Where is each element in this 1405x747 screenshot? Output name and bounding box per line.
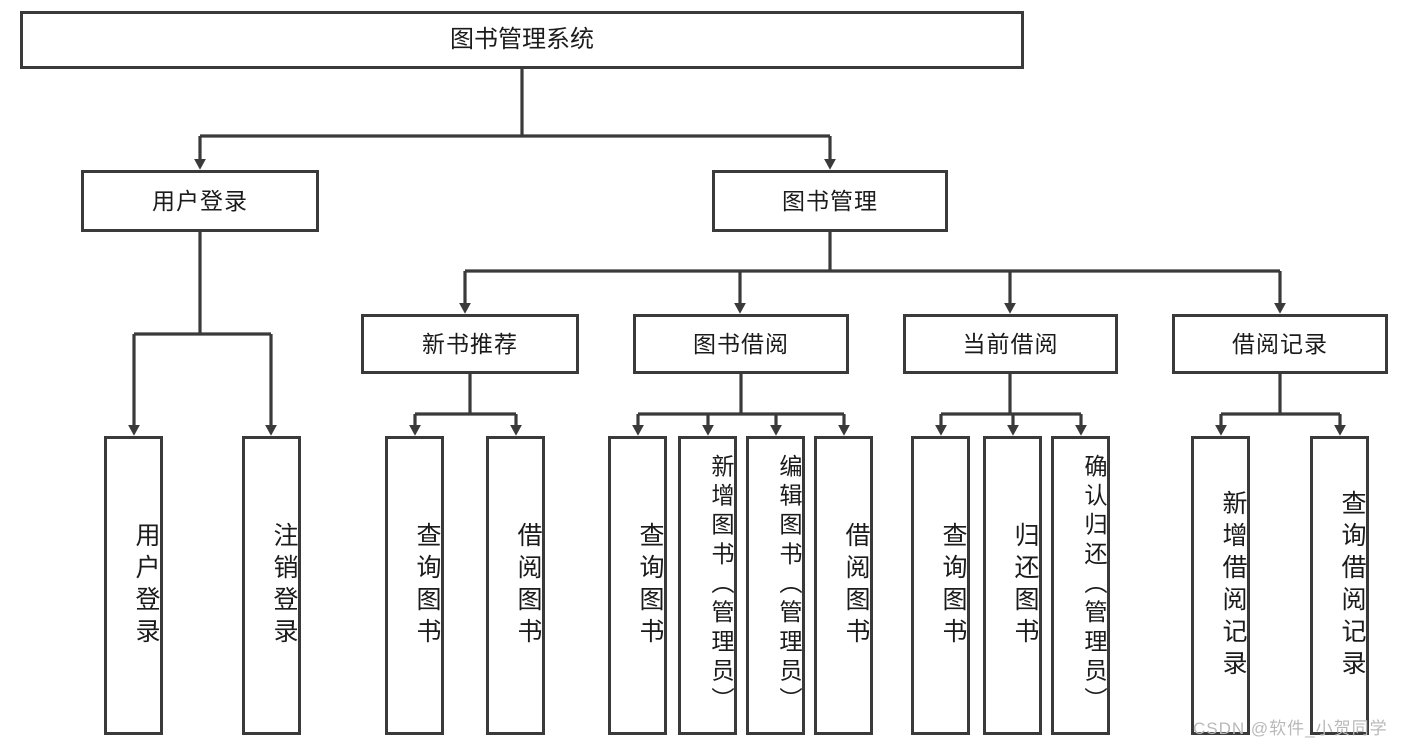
node-borrow-records-label: 借阅记录: [1232, 330, 1328, 357]
node-user-login[interactable]: 用户登录: [81, 170, 319, 232]
node-current-borrow[interactable]: 当前借阅: [903, 314, 1118, 374]
leaf-node-label: 新增图书（管理员）: [708, 454, 734, 717]
leaf-node-label: 查询图书: [413, 521, 441, 650]
node-book-management[interactable]: 图书管理: [712, 170, 948, 232]
leaf-node-label: 归还图书: [1011, 521, 1039, 650]
leaf-node[interactable]: 新增借阅记录: [1191, 436, 1250, 735]
node-user-login-label: 用户登录: [152, 187, 248, 214]
node-book-borrow-label: 图书借阅: [693, 330, 789, 357]
leaf-node[interactable]: 查询图书: [608, 436, 667, 735]
leaf-node-label: 查询借阅记录: [1338, 489, 1366, 682]
node-book-borrow[interactable]: 图书借阅: [633, 314, 849, 374]
leaf-node-label: 查询图书: [636, 521, 664, 650]
leaf-node[interactable]: 归还图书: [983, 436, 1042, 735]
leaf-node[interactable]: 注销登录: [242, 436, 301, 735]
leaf-node-label: 借阅图书: [514, 521, 542, 650]
leaf-node-label: 新增借阅记录: [1219, 489, 1247, 682]
leaf-node[interactable]: 编辑图书（管理员）: [746, 436, 805, 735]
leaf-node-label: 确认归还（管理员）: [1081, 454, 1107, 717]
leaf-node[interactable]: 查询图书: [385, 436, 444, 735]
node-root[interactable]: 图书管理系统: [20, 11, 1024, 69]
leaf-node[interactable]: 借阅图书: [814, 436, 873, 735]
leaf-node-label: 编辑图书（管理员）: [776, 454, 802, 717]
leaf-node[interactable]: 查询图书: [911, 436, 970, 735]
leaf-node-label: 借阅图书: [842, 521, 870, 650]
leaf-node-label: 用户登录: [132, 521, 160, 650]
leaf-node[interactable]: 确认归还（管理员）: [1051, 436, 1110, 735]
leaf-node[interactable]: 新增图书（管理员）: [678, 436, 737, 735]
leaf-node-label: 查询图书: [939, 521, 967, 650]
leaf-node[interactable]: 用户登录: [104, 436, 163, 735]
leaf-node[interactable]: 查询借阅记录: [1310, 436, 1369, 735]
leaf-node-label: 注销登录: [270, 521, 298, 650]
node-new-book-recommend[interactable]: 新书推荐: [361, 314, 579, 374]
csdn-watermark: CSDN @软件_小贺同学: [1193, 719, 1388, 738]
leaf-node[interactable]: 借阅图书: [486, 436, 545, 735]
node-book-management-label: 图书管理: [782, 187, 878, 214]
node-root-label: 图书管理系统: [450, 26, 594, 54]
node-new-book-recommend-label: 新书推荐: [422, 330, 518, 357]
node-borrow-records[interactable]: 借阅记录: [1172, 314, 1388, 374]
node-current-borrow-label: 当前借阅: [962, 330, 1059, 357]
